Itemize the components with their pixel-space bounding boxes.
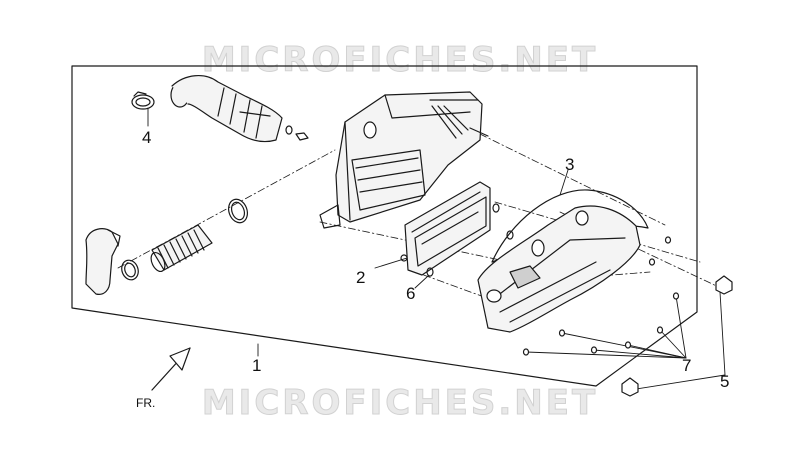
cover-screws <box>522 236 733 397</box>
front-direction-label: FR. <box>136 396 156 410</box>
leader-lines <box>147 107 726 391</box>
callout-1: 1 <box>252 356 262 375</box>
callout-6: 6 <box>406 284 416 303</box>
hose-elbow <box>85 228 121 295</box>
callout-4: 4 <box>142 128 152 147</box>
filter-screw <box>426 203 514 277</box>
callout-2: 2 <box>356 268 366 287</box>
air-filter-element <box>400 181 491 276</box>
corrugated-hose <box>150 224 213 273</box>
front-direction-arrow <box>151 347 191 391</box>
air-box-housing <box>319 91 489 229</box>
o-rings <box>121 198 249 281</box>
callout-3: 3 <box>565 155 575 174</box>
callout-5: 5 <box>720 372 730 391</box>
small-screw <box>285 125 309 141</box>
intake-duct <box>170 75 283 143</box>
watermark-top: MICROFICHES.NET <box>201 40 599 81</box>
callout-7: 7 <box>682 356 692 375</box>
watermark-bottom: MICROFICHES.NET <box>201 383 599 424</box>
air-box-cover <box>477 205 641 333</box>
clamp-part <box>131 91 155 110</box>
